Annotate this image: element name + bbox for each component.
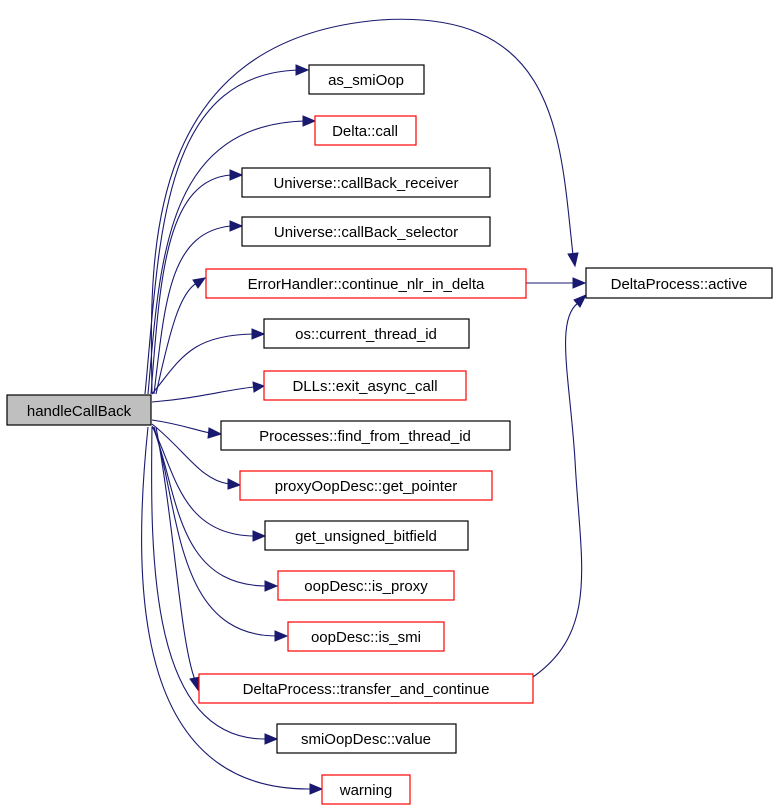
node-get-pointer[interactable]: proxyOopDesc::get_pointer — [239, 470, 493, 501]
node-label: Universe::callBack_receiver — [273, 175, 458, 192]
node-get-unsigned-bitfield[interactable]: get_unsigned_bitfield — [264, 520, 469, 551]
node-exit-async-call[interactable]: DLLs::exit_async_call — [263, 370, 467, 401]
edge-root-to-delta_call — [147, 115, 317, 395]
node-label: smiOopDesc::value — [301, 731, 431, 748]
node-transfer-and-continue[interactable]: DeltaProcess::transfer_and_continue — [198, 673, 534, 704]
edge-root-to-callback_receiver — [150, 169, 244, 395]
node-is-smi[interactable]: oopDesc::is_smi — [287, 621, 445, 652]
edge-root-to-is_smi — [153, 426, 289, 642]
node-deltaprocess-active[interactable]: DeltaProcess::active — [585, 267, 773, 299]
node-label: DeltaProcess::transfer_and_continue — [243, 681, 490, 698]
node-label: DeltaProcess::active — [611, 276, 748, 293]
node-label: as_smiOop — [328, 72, 404, 89]
edge-root-to-as_smioop — [144, 64, 310, 395]
edge-root-to-find_from_thread_id — [151, 419, 223, 439]
node-delta-call[interactable]: Delta::call — [314, 115, 417, 146]
node-label: Universe::callBack_selector — [274, 224, 458, 241]
edge-root-to-get_unsigned_bitfield — [151, 425, 267, 542]
node-warning[interactable]: warning — [321, 774, 411, 805]
edge-root-to-value — [151, 426, 279, 745]
edge-root-to-current_thread_id — [151, 328, 266, 395]
node-callback-selector[interactable]: Universe::callBack_selector — [241, 216, 491, 247]
edge-root-to-transfer_and_continue — [155, 426, 201, 692]
node-as-smioop[interactable]: as_smiOop — [308, 64, 425, 95]
edge-root-to-is_proxy — [152, 426, 279, 592]
node-continue-nlr-in-delta[interactable]: ErrorHandler::continue_nlr_in_delta — [205, 268, 527, 299]
edge-root-to-get_pointer — [151, 423, 242, 490]
node-label: Delta::call — [332, 123, 398, 140]
edge-transfer_and_continue-to-active — [532, 294, 588, 678]
node-label: proxyOopDesc::get_pointer — [275, 478, 458, 495]
node-callback-receiver[interactable]: Universe::callBack_receiver — [241, 167, 491, 198]
edge-root-to-active — [150, 18, 579, 394]
node-current-thread-id[interactable]: os::current_thread_id — [263, 318, 470, 349]
node-handlecallback[interactable]: handleCallBack — [6, 394, 152, 426]
node-label: get_unsigned_bitfield — [295, 528, 437, 545]
node-label: DLLs::exit_async_call — [292, 378, 437, 395]
node-label: os::current_thread_id — [295, 326, 437, 343]
node-label: handleCallBack — [27, 403, 132, 420]
edge-root-to-continue_nlr — [155, 277, 207, 395]
edge-continue_nlr-to-active — [526, 277, 587, 289]
edge-root-to-exit_async_call — [151, 381, 266, 403]
node-smioopdesc-value[interactable]: smiOopDesc::value — [276, 723, 457, 754]
node-is-proxy[interactable]: oopDesc::is_proxy — [277, 570, 455, 601]
node-label: Processes::find_from_thread_id — [259, 428, 471, 445]
node-label: oopDesc::is_smi — [311, 629, 421, 646]
node-find-from-thread-id[interactable]: Processes::find_from_thread_id — [220, 420, 511, 451]
edge-root-to-callback_selector — [153, 220, 244, 395]
node-label: warning — [339, 782, 393, 799]
node-label: oopDesc::is_proxy — [304, 578, 428, 595]
edge-root-to-warning — [141, 426, 324, 795]
node-label: ErrorHandler::continue_nlr_in_delta — [248, 276, 485, 293]
